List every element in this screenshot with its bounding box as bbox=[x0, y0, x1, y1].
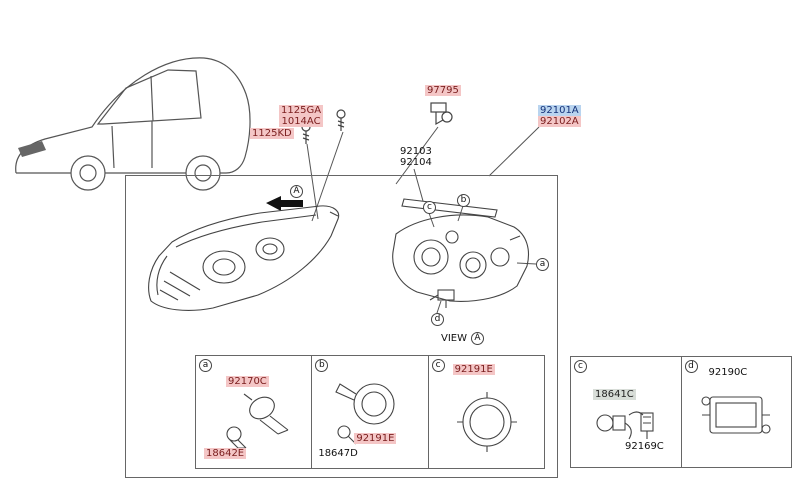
view-caption-marker: A bbox=[471, 332, 484, 345]
headlamp-front-view bbox=[148, 205, 340, 311]
part-number[interactable]: 1014AC bbox=[279, 116, 323, 127]
marker-d: d bbox=[431, 313, 444, 326]
view-caption-text: VIEW bbox=[441, 333, 467, 344]
direction-arrow bbox=[266, 196, 303, 211]
car-drawing bbox=[15, 57, 251, 191]
marker-b: b bbox=[457, 194, 470, 207]
part-label[interactable]: 18641C bbox=[593, 389, 636, 400]
detail-cell-c2: c 18641C 92169C bbox=[571, 357, 682, 467]
part-label-fastener-a[interactable]: 1125GA 1014AC bbox=[279, 105, 324, 127]
main-diagram-box bbox=[125, 175, 558, 478]
leveling-sensor-icon bbox=[430, 102, 453, 126]
cell-marker-c: c bbox=[431, 359, 445, 372]
part-label[interactable]: 18642E bbox=[204, 448, 247, 459]
cell-marker-b: b bbox=[315, 359, 329, 372]
part-label-fastener-b[interactable]: 1125KD bbox=[250, 128, 294, 139]
cell-marker-c2: c bbox=[574, 360, 587, 373]
detail-table-left: a 92170C 18642E b bbox=[195, 355, 545, 469]
view-caption: VIEW A bbox=[441, 332, 484, 345]
part-label-assembly[interactable]: 92101A 92102A bbox=[538, 105, 581, 127]
part-number[interactable]: 1125GA bbox=[279, 105, 324, 116]
ring-drawing-92191e bbox=[456, 392, 517, 452]
part-number[interactable]: 92104 bbox=[400, 157, 432, 168]
cell-marker-a: a bbox=[199, 359, 212, 372]
part-label[interactable]: 92170C bbox=[226, 376, 269, 387]
cell-marker-d: d bbox=[684, 360, 698, 373]
part-number[interactable]: 92103 bbox=[400, 146, 432, 157]
part-number[interactable]: 92101A bbox=[538, 105, 581, 116]
part-label-bracket[interactable]: 92103 92104 bbox=[398, 146, 434, 168]
part-label[interactable]: 92191E bbox=[354, 433, 397, 444]
ballast-drawing-92190c bbox=[700, 396, 771, 434]
part-label[interactable]: 18647D bbox=[318, 448, 358, 459]
part-label[interactable]: 92191E bbox=[452, 364, 495, 375]
bulb-socket-drawing-18641c bbox=[596, 411, 654, 440]
marker-c: c bbox=[423, 201, 436, 214]
part-label[interactable]: 92169C bbox=[625, 441, 664, 452]
part-number[interactable]: 92102A bbox=[538, 116, 581, 127]
marker-view-a: A bbox=[290, 185, 303, 198]
detail-cell-a: a 92170C 18642E bbox=[196, 356, 313, 468]
detail-cell-b: b 18647D 92191E bbox=[312, 356, 429, 468]
detail-cell-c: c 92191E bbox=[429, 356, 544, 468]
bolt-icon-1 bbox=[336, 109, 346, 131]
detail-table-right: c 18641C 92169C d bbox=[570, 356, 792, 468]
part-label-sensor[interactable]: 97795 bbox=[425, 85, 461, 96]
part-label[interactable]: 92190C bbox=[708, 367, 748, 378]
marker-a: a bbox=[536, 258, 549, 271]
detail-cell-d: d 92190C bbox=[682, 357, 792, 467]
